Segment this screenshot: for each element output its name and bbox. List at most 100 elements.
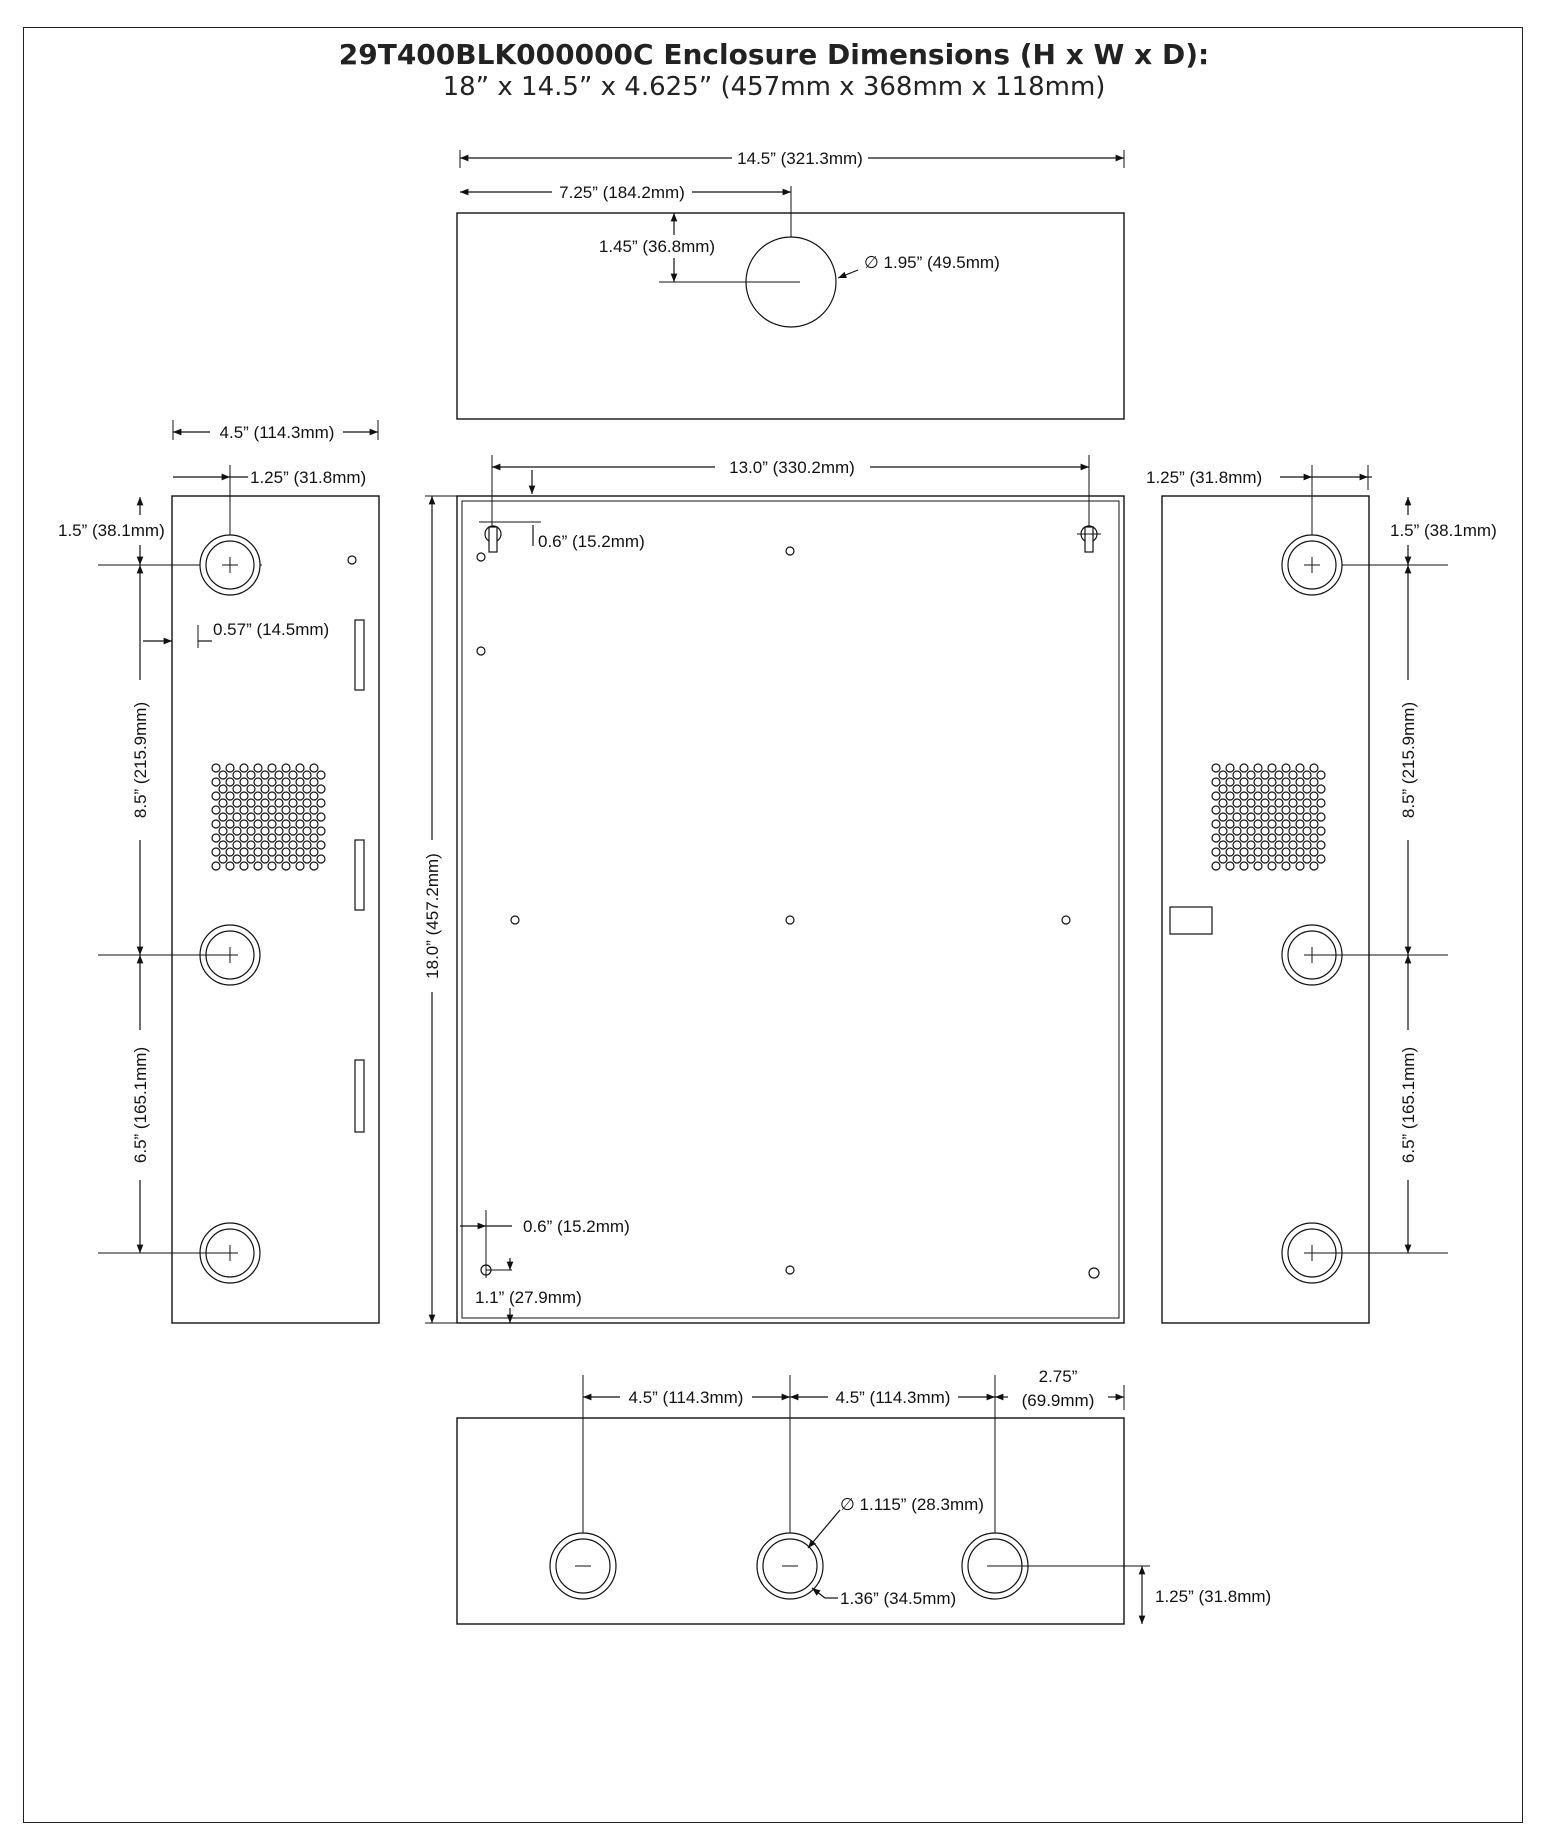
vent-hole <box>288 798 298 808</box>
vent-hole <box>1295 819 1305 829</box>
vent-hole <box>239 763 249 773</box>
vent-hole <box>1253 819 1263 829</box>
vent-hole <box>1309 805 1319 815</box>
vent-hole <box>260 784 270 794</box>
vent-hole <box>1253 861 1263 871</box>
vent-hole <box>302 770 312 780</box>
vent-hole <box>288 826 298 836</box>
right-knockout-mid <box>1281 924 1448 986</box>
vent-hole <box>1211 777 1221 787</box>
vent-hole <box>1218 812 1228 822</box>
vent-hole <box>1288 812 1298 822</box>
vent-hole <box>1309 861 1319 871</box>
vent-hole <box>295 791 305 801</box>
vent-hole <box>1316 812 1326 822</box>
vent-hole <box>1211 833 1221 843</box>
vent-hole <box>302 826 312 836</box>
vent-hole <box>274 826 284 836</box>
vent-hole <box>1218 770 1228 780</box>
vent-hole <box>1253 777 1263 787</box>
vent-hole <box>1225 833 1235 843</box>
left-view-panel <box>171 495 380 1324</box>
vent-hole <box>1260 812 1270 822</box>
vent-hole <box>1309 819 1319 829</box>
vent-hole <box>295 847 305 857</box>
vent-hole <box>302 812 312 822</box>
vent-hole <box>1302 826 1312 836</box>
vent-hole <box>1260 826 1270 836</box>
front-height-label: 18.0” (457.2mm) <box>423 853 442 979</box>
vent-hole <box>1239 861 1249 871</box>
vent-hole <box>309 833 319 843</box>
vent-hole <box>232 770 242 780</box>
vent-hole <box>288 812 298 822</box>
vent-hole <box>1295 847 1305 857</box>
vent-hole <box>1232 798 1242 808</box>
vent-hole <box>1211 819 1221 829</box>
vent-hole <box>1260 798 1270 808</box>
right-knockout-low <box>1281 1222 1448 1284</box>
right-mid-label: 8.5” (215.9mm) <box>1399 702 1418 818</box>
vent-hole <box>232 840 242 850</box>
bottom-knockout-center <box>756 1532 824 1600</box>
vent-hole <box>1239 833 1249 843</box>
front-view-panel <box>456 495 1125 1324</box>
vent-hole <box>218 854 228 864</box>
vent-hole <box>1316 798 1326 808</box>
left-knockout-top <box>199 534 261 596</box>
vent-hole <box>225 833 235 843</box>
vent-hole <box>267 777 277 787</box>
vent-hole <box>1316 826 1326 836</box>
vent-hole <box>1281 805 1291 815</box>
vent-hole <box>1274 798 1284 808</box>
vent-hole <box>267 805 277 815</box>
vent-hole <box>246 840 256 850</box>
vent-hole <box>211 777 221 787</box>
vent-hole <box>218 798 228 808</box>
vent-hole <box>1218 798 1228 808</box>
vent-hole <box>1225 847 1235 857</box>
vent-hole <box>274 784 284 794</box>
vent-hole <box>302 798 312 808</box>
bottom-knockout-left <box>549 1532 617 1600</box>
vent-hole <box>1246 826 1256 836</box>
vent-hole <box>1267 861 1277 871</box>
vent-hole <box>211 805 221 815</box>
vent-hole <box>1260 784 1270 794</box>
right-top-label: 1.5” (38.1mm) <box>1390 521 1497 540</box>
vent-hole <box>281 847 291 857</box>
vent-hole <box>295 763 305 773</box>
left-knockout-mid <box>98 924 261 986</box>
vent-hole <box>1295 861 1305 871</box>
keyhole-left <box>479 521 541 553</box>
vent-hole <box>239 847 249 857</box>
vent-hole <box>267 861 277 871</box>
vent-hole <box>1246 854 1256 864</box>
vent-hole <box>1281 791 1291 801</box>
vent-hole <box>1260 770 1270 780</box>
vent-hole <box>274 812 284 822</box>
vent-hole <box>267 833 277 843</box>
drawing-title: 29T400BLK000000C Enclosure Dimensions (H… <box>338 38 1210 71</box>
vent-hole <box>1239 777 1249 787</box>
vent-hole <box>1239 847 1249 857</box>
vent-hole <box>1316 840 1326 850</box>
vent-hole <box>1246 840 1256 850</box>
vent-hole <box>1302 854 1312 864</box>
vent-hole <box>239 819 249 829</box>
vent-hole <box>253 847 263 857</box>
vent-hole <box>309 805 319 815</box>
vent-hole <box>211 847 221 857</box>
bottom-diameter-label: ∅ 1.115” (28.3mm) <box>840 1495 984 1514</box>
vent-hole <box>1288 798 1298 808</box>
vent-hole <box>1225 861 1235 871</box>
right-low-label: 6.5” (165.1mm) <box>1399 1047 1418 1163</box>
vent-hole <box>1232 812 1242 822</box>
vent-hole <box>1288 770 1298 780</box>
vent-hole <box>267 819 277 829</box>
vent-hole <box>232 826 242 836</box>
left-vent-grille <box>211 763 326 871</box>
vent-hole <box>1211 861 1221 871</box>
vent-hole <box>281 833 291 843</box>
vent-hole <box>1288 826 1298 836</box>
